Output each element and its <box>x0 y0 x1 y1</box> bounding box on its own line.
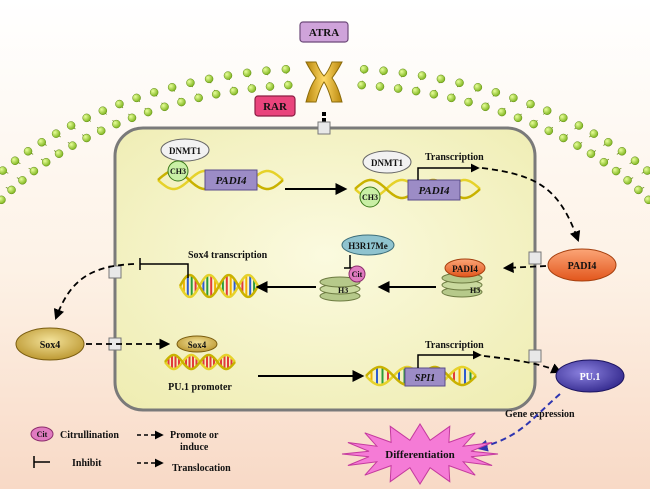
sox4-protein-cytoplasm: Sox4 <box>15 327 85 361</box>
legend-inhibit-symbol <box>33 456 50 468</box>
svg-text:H3: H3 <box>470 286 480 295</box>
padi4-import-arrow <box>502 262 547 273</box>
padi4-protein-cytoplasm: PADI4 <box>547 248 617 282</box>
svg-text:Sox4: Sox4 <box>40 340 61 351</box>
legend-cit-symbol: Cit <box>30 426 54 442</box>
dnmt1-node-b: DNMT1 <box>362 150 412 174</box>
legend-promote: Promote or <box>170 430 219 441</box>
atra-label: ATRA <box>309 27 339 39</box>
svg-text:Sox4: Sox4 <box>188 340 207 350</box>
sox4-inhibit-bar <box>139 258 189 278</box>
svg-text:Cit: Cit <box>37 430 48 439</box>
padi4-gene-active: PADI4 <box>407 179 461 201</box>
svg-text:PU.1: PU.1 <box>580 372 601 383</box>
padi4-gene-methylated: PADI4 <box>204 169 258 191</box>
nucleosome-citrullinated: H3 <box>319 276 361 302</box>
svg-text:PADI4: PADI4 <box>419 185 450 197</box>
dna-helix-sox4 <box>178 273 260 299</box>
dna-helix-pu1-promoter <box>164 353 236 371</box>
rar-node: RAR <box>254 95 296 117</box>
svg-text:Differentiation: Differentiation <box>385 449 454 461</box>
svg-text:SPI1: SPI1 <box>415 373 436 384</box>
svg-text:CH3: CH3 <box>362 193 378 202</box>
ch3-node-b: CH3 <box>359 186 381 208</box>
nucleosome-padi4: H3 <box>441 272 483 298</box>
cell-membrane <box>0 64 650 205</box>
sox4-transcription-label: Sox4 transcription <box>188 250 268 261</box>
differentiation-burst: Differentiation <box>341 423 499 485</box>
spi1-gene: SPI1 <box>404 367 446 387</box>
transcription-start-b <box>417 350 482 368</box>
gene-expression-arrow <box>475 393 561 452</box>
legend-inhibit: Inhibit <box>72 458 102 469</box>
transcription-label-b: Transcription <box>425 340 484 351</box>
pu1-protein: PU.1 <box>555 359 625 393</box>
sox4-export-arrow <box>53 263 135 321</box>
svg-text:PADI4: PADI4 <box>452 264 478 274</box>
membrane-channel <box>305 61 343 103</box>
svg-text:H3R17Me: H3R17Me <box>348 241 388 251</box>
rar-label: RAR <box>263 101 288 113</box>
legend-citrullination: Citrullination <box>60 430 119 441</box>
svg-text:DNMT1: DNMT1 <box>169 146 201 156</box>
legend-promote-2: induce <box>180 442 209 453</box>
svg-text:DNMT1: DNMT1 <box>371 158 403 168</box>
svg-text:PADI4: PADI4 <box>568 261 597 272</box>
legend-translocation: Translocation <box>172 463 231 474</box>
gene-expression-label: Gene expression <box>505 409 575 420</box>
pu1-export-arrow <box>483 355 562 374</box>
cit-node: Cit <box>348 265 366 283</box>
transcription-label-a: Transcription <box>425 152 484 163</box>
pu1-promoter-label: PU.1 promoter <box>168 382 232 393</box>
padi4-protein-nucleus: PADI4 <box>444 258 486 278</box>
atra-node: ATRA <box>299 21 349 43</box>
transcription-start-a <box>417 163 480 180</box>
svg-text:PADI4: PADI4 <box>216 175 247 187</box>
h3r17me-node: H3R17Me <box>341 234 395 256</box>
nuclear-pores <box>108 121 542 363</box>
svg-text:CH3: CH3 <box>170 167 186 176</box>
ch3-node-a: CH3 <box>167 160 189 182</box>
padi4-export-arrow <box>481 167 581 243</box>
legend: Cit Citrullination Promote or induce Inh… <box>30 426 231 474</box>
sox4-protein-nucleus: Sox4 <box>176 335 218 353</box>
svg-text:H3: H3 <box>338 286 348 295</box>
svg-text:Cit: Cit <box>352 270 363 279</box>
dnmt1-node-a: DNMT1 <box>160 138 210 162</box>
